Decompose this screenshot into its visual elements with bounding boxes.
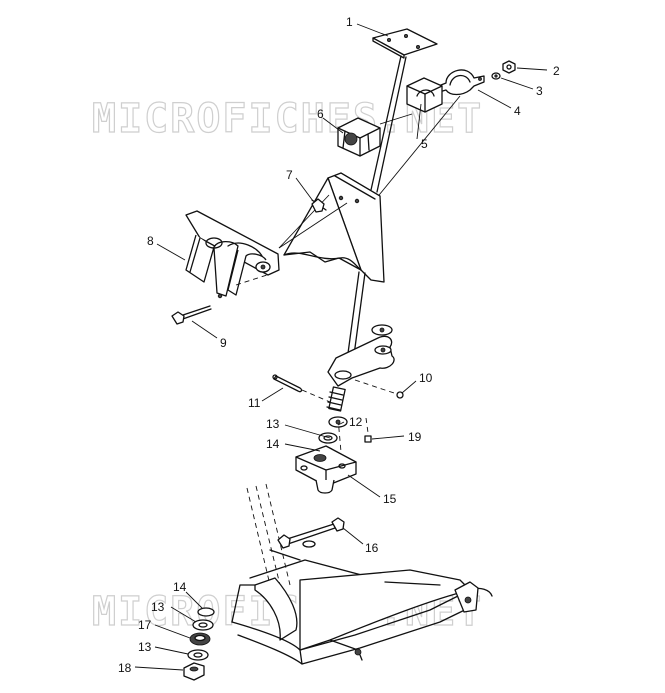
callout-7: 7: [286, 168, 293, 182]
u-clamp: [435, 69, 485, 96]
screw-10: [354, 379, 404, 399]
callout-1: 1: [346, 15, 353, 29]
callout-labels: 1 2 3 4 5 6 7 8 9 10 11 12 13 14 15 16 1…: [118, 15, 560, 675]
callout-leaders: [134, 23, 548, 671]
callout-19: 19: [408, 430, 422, 444]
callout-13-lower-b: 13: [138, 640, 152, 654]
callout-14-lower: 14: [173, 580, 187, 594]
frame-assembly: [231, 483, 493, 665]
steering-post-assembly: [370, 28, 461, 201]
upper-shaft-left: [370, 55, 402, 191]
callout-13-lower-a: 13: [151, 600, 165, 614]
bushing-block-6: [337, 117, 381, 157]
bolt-9: [171, 305, 212, 325]
hex-nut: [502, 60, 516, 74]
lower-fastener-stack: [183, 607, 215, 681]
callout-16: 16: [365, 541, 379, 555]
callout-5: 5: [421, 137, 428, 151]
cotter-pin: [272, 374, 331, 403]
callout-11: 11: [248, 396, 261, 410]
nut-and-washer: [491, 60, 516, 80]
callout-17: 17: [138, 618, 152, 632]
mounting-bracket: [185, 210, 280, 299]
bushing-block-5: [406, 77, 443, 113]
callout-12: 12: [349, 415, 363, 429]
callout-10: 10: [419, 371, 433, 385]
callout-8: 8: [147, 234, 154, 248]
steering-support-plate: [278, 172, 385, 283]
top-mount-plate: [372, 28, 438, 56]
callout-2: 2: [553, 64, 560, 78]
steering-block: [295, 445, 357, 494]
callout-4: 4: [514, 104, 521, 118]
callout-18: 18: [118, 661, 132, 675]
screw-19: [364, 417, 372, 443]
callout-3: 3: [536, 84, 543, 98]
callout-9: 9: [220, 336, 227, 350]
callout-6: 6: [317, 107, 324, 121]
callout-15: 15: [383, 492, 397, 506]
callout-14-upper: 14: [266, 437, 280, 451]
upper-shaft-right: [376, 56, 407, 193]
lower-steering-shaft: [326, 271, 395, 453]
bolt-7: [311, 198, 327, 213]
callout-13-upper: 13: [266, 417, 280, 431]
